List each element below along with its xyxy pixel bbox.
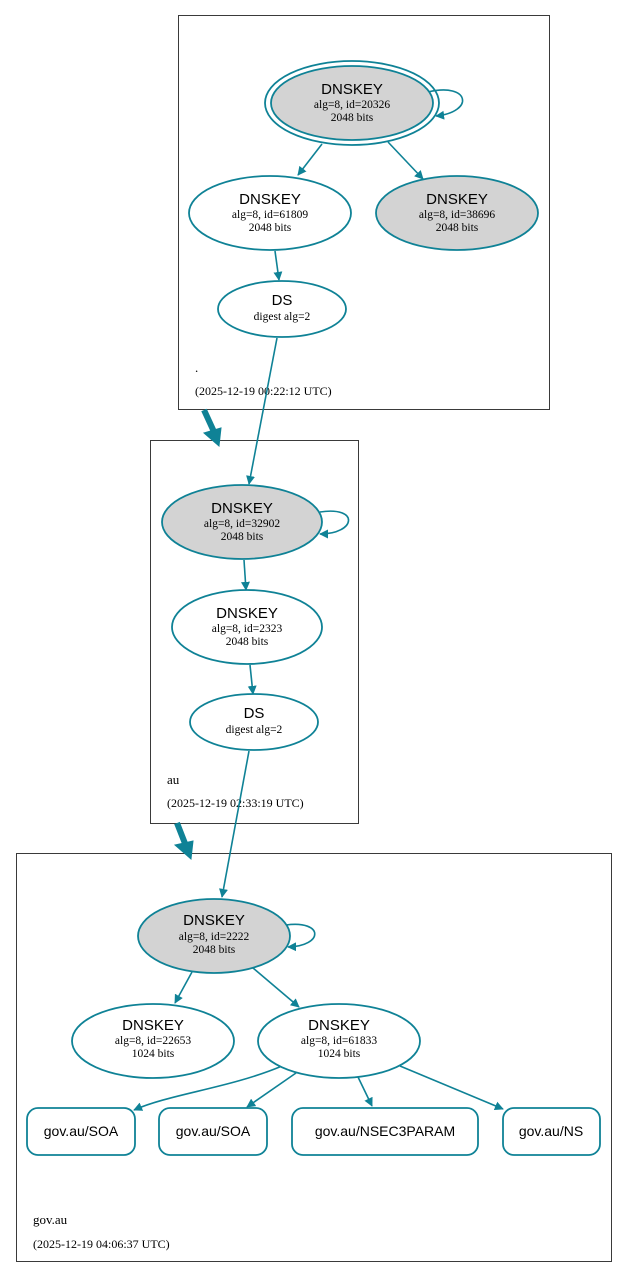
edge-root-ds-au-ksk: [246, 337, 278, 485]
zone-au-name: au: [167, 772, 180, 787]
node-au-ksk-alg: alg=8, id=32902: [204, 518, 280, 530]
rrset-nsec3param-label: gov.au/NSEC3PARAM: [315, 1123, 455, 1139]
node-au-ds: DS digest alg=2: [189, 693, 319, 751]
edge-gov-ksk-zsk2: [252, 967, 300, 1008]
node-gov-zsk2-title: DNSKEY: [308, 1017, 370, 1034]
edge-au-ds-gov-ksk: [219, 750, 250, 898]
node-gov-zsk1-bits: 1024 bits: [132, 1048, 175, 1060]
node-gov-zsk2: DNSKEY alg=8, id=61833 1024 bits: [257, 1003, 421, 1079]
edge-gov-zsk2-soa1: [133, 1065, 283, 1111]
node-root-ksk-title: DNSKEY: [321, 81, 383, 98]
node-root-zsk2: DNSKEY alg=8, id=38696 2048 bits: [375, 175, 539, 251]
edge-gov-zsk2-soa2: [246, 1072, 297, 1108]
node-au-zsk-shape: [171, 589, 323, 665]
node-au-ksk-bits: 2048 bits: [221, 531, 264, 543]
rrset-soa-2: gov.au/SOA: [158, 1107, 268, 1156]
node-gov-ksk-alg: alg=8, id=2222: [179, 931, 250, 943]
edge-root-zsk1-ds: [273, 250, 283, 281]
node-root-ds-title: DS: [272, 292, 293, 309]
edges: [133, 89, 504, 1111]
node-gov-ksk-title: DNSKEY: [183, 912, 245, 929]
node-root-zsk2-bits: 2048 bits: [436, 222, 479, 234]
node-au-zsk-bits: 2048 bits: [226, 636, 269, 648]
edge-gov-zsk2-nsec3param: [357, 1076, 373, 1107]
zone-au-timestamp: (2025-12-19 02:33:19 UTC): [167, 796, 304, 810]
zone-root-name: .: [195, 360, 198, 375]
node-au-zsk-alg: alg=8, id=2323: [212, 623, 283, 635]
node-root-zsk1-title: DNSKEY: [239, 191, 301, 208]
rrset-soa-1: gov.au/SOA: [26, 1107, 136, 1156]
node-root-ds-digest: digest alg=2: [254, 311, 311, 323]
node-root-ksk: DNSKEY alg=8, id=20326 2048 bits: [264, 60, 440, 146]
node-au-zsk-title: DNSKEY: [216, 605, 278, 622]
node-root-ds: DS digest alg=2: [217, 280, 347, 338]
zone-govau-timestamp: (2025-12-19 04:06:37 UTC): [33, 1237, 170, 1251]
edge-au-ksk-self: [319, 510, 350, 539]
delegation-arrow-au-govau: [173, 821, 194, 861]
node-au-ksk-title: DNSKEY: [211, 500, 273, 517]
delegation-arrow-root-au: [201, 408, 222, 448]
edge-gov-zsk2-ns: [399, 1065, 504, 1111]
rrset-soa-1-label: gov.au/SOA: [44, 1123, 119, 1139]
node-root-ksk-alg: alg=8, id=20326: [314, 99, 390, 111]
node-root-zsk1-bits: 2048 bits: [249, 222, 292, 234]
node-au-ds-digest: digest alg=2: [226, 724, 283, 736]
node-gov-zsk1-shape: [71, 1003, 235, 1079]
node-gov-zsk2-alg: alg=8, id=61833: [301, 1035, 377, 1047]
edge-au-zsk-ds: [247, 664, 257, 695]
node-gov-zsk1: DNSKEY alg=8, id=22653 1024 bits: [71, 1003, 235, 1079]
node-root-ds-shape: [217, 280, 347, 338]
node-root-zsk1-alg: alg=8, id=61809: [232, 209, 308, 221]
rrset-nsec3param: gov.au/NSEC3PARAM: [291, 1107, 479, 1156]
zone-govau-name: gov.au: [33, 1212, 68, 1227]
rrset-nsec3param-box: [291, 1107, 479, 1156]
node-gov-zsk2-bits: 1024 bits: [318, 1048, 361, 1060]
node-gov-ksk: DNSKEY alg=8, id=2222 2048 bits: [137, 898, 291, 974]
node-au-ksk: DNSKEY alg=8, id=32902 2048 bits: [161, 484, 323, 560]
node-au-ksk-shape: [161, 484, 323, 560]
edge-au-ksk-zsk: [240, 559, 250, 591]
node-root-ksk-shape: [270, 65, 434, 141]
node-au-ds-shape: [189, 693, 319, 751]
rrset-soa-1-box: [26, 1107, 136, 1156]
node-root-zsk2-title: DNSKEY: [426, 191, 488, 208]
edge-gov-ksk-self: [285, 923, 316, 952]
edge-root-ksk-zsk1: [297, 143, 323, 176]
node-root-zsk2-alg: alg=8, id=38696: [419, 209, 495, 221]
node-gov-ksk-bits: 2048 bits: [193, 944, 236, 956]
node-root-ksk-outer-ring: [264, 60, 440, 146]
rrset-soa-2-label: gov.au/SOA: [176, 1123, 251, 1139]
rrset-ns: gov.au/NS: [502, 1107, 601, 1156]
node-gov-ksk-shape: [137, 898, 291, 974]
rrset-soa-2-box: [158, 1107, 268, 1156]
node-root-zsk1-shape: [188, 175, 352, 251]
zone-root-timestamp: (2025-12-19 00:22:12 UTC): [195, 384, 332, 398]
node-root-zsk1: DNSKEY alg=8, id=61809 2048 bits: [188, 175, 352, 251]
rrset-ns-box: [502, 1107, 601, 1156]
node-root-zsk2-shape: [375, 175, 539, 251]
edge-gov-ksk-zsk1: [174, 971, 193, 1004]
node-root-ksk-bits: 2048 bits: [331, 112, 374, 124]
rrset-ns-label: gov.au/NS: [519, 1123, 583, 1139]
node-au-zsk: DNSKEY alg=8, id=2323 2048 bits: [171, 589, 323, 665]
node-gov-zsk2-shape: [257, 1003, 421, 1079]
edge-root-ksk-zsk2: [387, 141, 424, 180]
node-gov-zsk1-title: DNSKEY: [122, 1017, 184, 1034]
edge-root-ksk-self: [427, 89, 464, 120]
node-au-ds-title: DS: [244, 705, 265, 722]
node-gov-zsk1-alg: alg=8, id=22653: [115, 1035, 191, 1047]
